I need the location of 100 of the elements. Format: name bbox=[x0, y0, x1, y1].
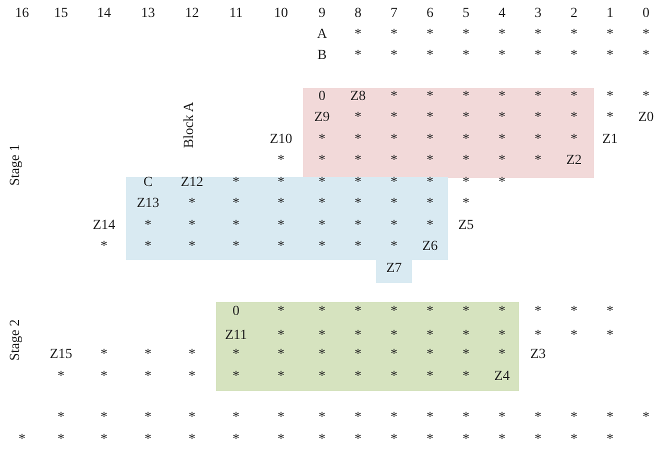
grid-text: * bbox=[534, 305, 542, 319]
grid-text: 0 bbox=[318, 90, 326, 104]
grid-text: * bbox=[390, 219, 398, 233]
grid-text: * bbox=[318, 197, 326, 211]
grid-text: 14 bbox=[97, 7, 111, 21]
grid-text: Z3 bbox=[530, 348, 546, 362]
grid-text: * bbox=[426, 49, 434, 63]
grid-text: * bbox=[606, 411, 614, 425]
grid-text: * bbox=[462, 133, 470, 147]
grid-text: * bbox=[318, 240, 326, 254]
grid-text: * bbox=[462, 154, 470, 168]
grid-text: * bbox=[278, 197, 284, 211]
grid-text: * bbox=[426, 411, 434, 425]
grid-text: * bbox=[534, 133, 542, 147]
grid-text: * bbox=[278, 305, 284, 319]
grid-text: * bbox=[354, 240, 362, 254]
grid-text: * bbox=[426, 370, 434, 384]
grid-text: 3 bbox=[534, 7, 542, 21]
grid-text: * bbox=[534, 49, 542, 63]
grid-text: * bbox=[606, 90, 614, 104]
grid-text: * bbox=[144, 370, 152, 384]
grid-text: Z6 bbox=[422, 240, 438, 254]
grid-text: * bbox=[390, 433, 398, 447]
grid-text: * bbox=[188, 411, 196, 425]
grid-text: * bbox=[354, 49, 362, 63]
grid-text: Z11 bbox=[224, 329, 248, 343]
grid-text: Z5 bbox=[458, 219, 474, 233]
grid-text: * bbox=[390, 176, 398, 190]
stage-label: Stage 2 bbox=[9, 319, 23, 361]
grid-text: Z10 bbox=[270, 133, 292, 147]
grid-text: * bbox=[232, 370, 240, 384]
grid-text: * bbox=[18, 433, 26, 447]
grid-text: Z1 bbox=[602, 133, 618, 147]
grid-text: * bbox=[426, 111, 434, 125]
grid-text: Z15 bbox=[50, 348, 72, 362]
grid-text: * bbox=[426, 28, 434, 42]
grid-text: 15 bbox=[54, 7, 68, 21]
grid-text: * bbox=[232, 433, 240, 447]
grid-text: * bbox=[188, 433, 196, 447]
grid-text: Z2 bbox=[566, 154, 582, 168]
grid-text: * bbox=[642, 28, 650, 42]
grid-text: * bbox=[498, 28, 506, 42]
grid-text: * bbox=[354, 348, 362, 362]
grid-text: * bbox=[188, 370, 196, 384]
grid-text: * bbox=[318, 176, 326, 190]
grid-text: * bbox=[144, 411, 152, 425]
grid-text: * bbox=[462, 197, 470, 211]
grid-text: * bbox=[570, 433, 578, 447]
grid-text: 10 bbox=[274, 7, 288, 21]
grid-text: * bbox=[144, 240, 152, 254]
grid-text: 9 bbox=[318, 7, 326, 21]
grid-text: 13 bbox=[141, 7, 155, 21]
grid-text: * bbox=[462, 49, 470, 63]
grid-text: * bbox=[462, 433, 470, 447]
grid-text: * bbox=[390, 411, 398, 425]
grid-text: * bbox=[570, 305, 578, 319]
grid-text: * bbox=[462, 90, 470, 104]
grid-text: * bbox=[390, 197, 398, 211]
grid-text: * bbox=[462, 111, 470, 125]
grid-text: Z4 bbox=[494, 370, 510, 384]
grid-text: * bbox=[100, 348, 108, 362]
grid-text: * bbox=[534, 433, 542, 447]
grid-text: * bbox=[534, 329, 542, 343]
grid-text: * bbox=[498, 433, 506, 447]
grid-text: * bbox=[390, 370, 398, 384]
grid-text: * bbox=[606, 49, 614, 63]
grid-text: * bbox=[570, 28, 578, 42]
grid-text: * bbox=[318, 219, 326, 233]
grid-text: 12 bbox=[185, 7, 199, 21]
grid-text: Z12 bbox=[180, 176, 204, 190]
grid-text: * bbox=[354, 433, 362, 447]
grid-text: * bbox=[498, 411, 506, 425]
stage-label: Stage 1 bbox=[9, 144, 23, 186]
grid-text: * bbox=[354, 28, 362, 42]
grid-text: * bbox=[498, 49, 506, 63]
grid-text: * bbox=[606, 305, 614, 319]
grid-text: * bbox=[390, 240, 398, 254]
grid-text: * bbox=[570, 49, 578, 63]
grid-text: * bbox=[606, 111, 614, 125]
grid-text: * bbox=[188, 197, 196, 211]
grid-text: * bbox=[318, 411, 326, 425]
grid-text: * bbox=[354, 176, 362, 190]
grid-text: * bbox=[318, 433, 326, 447]
grid-text: * bbox=[462, 176, 470, 190]
grid-text: * bbox=[390, 348, 398, 362]
grid-text: C bbox=[143, 176, 153, 190]
grid-text: * bbox=[188, 219, 196, 233]
grid-text: * bbox=[144, 433, 152, 447]
grid-text: * bbox=[426, 433, 434, 447]
grid-text: * bbox=[390, 28, 398, 42]
grid-text: Z9 bbox=[314, 111, 330, 125]
grid-text: 8 bbox=[354, 7, 362, 21]
grid-text: * bbox=[498, 305, 506, 319]
grid-text: * bbox=[534, 90, 542, 104]
grid-text: * bbox=[58, 370, 64, 384]
grid-text: * bbox=[570, 90, 578, 104]
grid-text: * bbox=[498, 90, 506, 104]
grid-text: * bbox=[188, 348, 196, 362]
grid-text: * bbox=[100, 433, 108, 447]
grid-text: * bbox=[426, 154, 434, 168]
